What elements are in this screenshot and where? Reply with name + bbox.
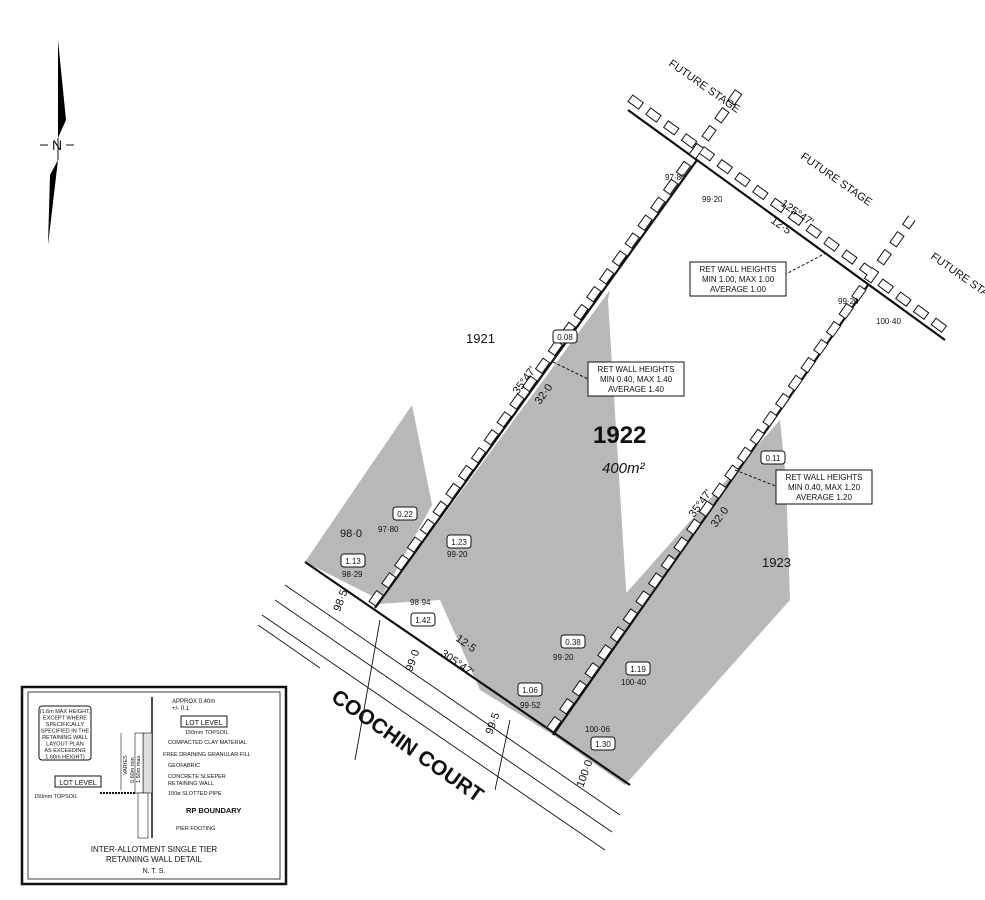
- tag-8: 1.06: [517, 682, 543, 697]
- detail-callouts-4: CONCRETE SLEEPER: [168, 774, 226, 780]
- levels-4: 98·0: [340, 528, 362, 540]
- detail-note-2: SPECIFICALLY: [46, 722, 85, 728]
- detail-callouts-1: COMPACTED CLAY MATERIAL: [168, 740, 247, 746]
- contours-0: 98·5: [332, 588, 351, 613]
- detail-note-7: 1.60m HEIGHT): [45, 755, 85, 761]
- wall_height_tags-6: 0.38: [565, 638, 581, 647]
- wall-heights-box-2: RET WALL HEIGHTS MIN 0.40, MAX 1.40 AVER…: [552, 361, 685, 397]
- lot-1922-area: 400m²: [602, 460, 646, 477]
- levels-8: 98·94: [410, 598, 431, 607]
- detail-title: INTER-ALLOTMENT SINGLE TIER: [91, 845, 218, 854]
- wall_heights-0-average: AVERAGE 1.00: [710, 285, 766, 294]
- spot-levels: 97·80 99·20 99·20 100·40 98·0 97·80 99·2…: [340, 173, 901, 734]
- lot-1921-label: 1921: [466, 331, 495, 346]
- levels-3: 100·40: [876, 317, 901, 326]
- wall_height_tags-1: 0.22: [397, 510, 413, 519]
- wall-heights-box-1: RET WALL HEIGHTS MIN 1.00, MAX 1.00 AVER…: [689, 251, 829, 297]
- levels-5: 97·80: [378, 525, 399, 534]
- detail-note-6: AS EXCEEDING: [44, 748, 85, 754]
- levels-12: 100·06: [585, 725, 610, 734]
- detail-callouts-2: FREE DRAINING GRANULAR FILL: [163, 752, 251, 758]
- cut-area-1921: [305, 405, 432, 600]
- lot-1922-label: 1922: [593, 422, 646, 449]
- retaining-walls: [368, 87, 951, 733]
- tag-4: 1.42: [410, 612, 436, 627]
- wall_height_tags-8: 1.06: [522, 686, 538, 695]
- tag-7: 1.19: [625, 661, 651, 676]
- cut-area-1922: [378, 290, 627, 735]
- detail-callouts-5: RETAINING WALL: [168, 781, 214, 787]
- detail-lot_level_2: LOT LEVEL: [59, 780, 96, 787]
- tag-6: 0.38: [560, 634, 586, 649]
- tag-1: 0.22: [392, 506, 418, 521]
- wall_heights-2-range: MIN 0.40, MAX 1.20: [788, 483, 861, 492]
- tag-2: 1.23: [446, 534, 472, 549]
- levels-0: 97·80: [665, 173, 686, 182]
- wall_height_tags-9: 1.30: [595, 740, 611, 749]
- detail-note: (1.6m MAX HEIGHT, EXCEPT WHERE SPECIFICA…: [40, 709, 91, 761]
- tag-3: 1.13: [340, 553, 366, 568]
- wall_height_tags-2: 1.23: [451, 538, 467, 547]
- wall_heights-1-title: RET WALL HEIGHTS: [597, 365, 674, 374]
- tag-5: 0.11: [760, 450, 786, 465]
- retaining-wall-detail: (1.6m MAX HEIGHT, EXCEPT WHERE SPECIFICA…: [20, 685, 288, 886]
- detail-height_range: 0.60m min: [130, 757, 136, 783]
- detail-note-1: EXCEPT WHERE: [43, 716, 87, 722]
- wall_heights-2-average: AVERAGE 1.20: [796, 493, 852, 502]
- tag-9: 1.30: [590, 736, 616, 751]
- contours-3: 100·0: [575, 758, 596, 789]
- cut-area-1923: [553, 420, 790, 785]
- detail-callouts: 150mm TOPSOIL COMPACTED CLAY MATERIAL FR…: [34, 730, 251, 832]
- wall_heights-1-range: MIN 0.40, MAX 1.40: [600, 375, 673, 384]
- north-arrow-icon: N: [40, 40, 74, 245]
- levels-9: 99·20: [553, 653, 574, 662]
- wall-height-tags: 0.08 0.22 1.23 1.13 1.42 0.11 0.38 1.19 …: [340, 329, 786, 751]
- detail-note-3: SPECIFIED IN THE: [41, 729, 90, 735]
- road-reserve-lines: [257, 584, 621, 851]
- detail-varies: VARIES: [123, 755, 129, 775]
- detail-approx: APPROX 0.40m: [172, 699, 215, 705]
- future-stage-label-1: FUTURE STAGE: [666, 58, 742, 116]
- wall_height_tags-5: 0.11: [766, 454, 782, 463]
- detail-callouts-0: 150mm TOPSOIL: [185, 730, 229, 736]
- detail-note-4: RETAINING WALL: [42, 735, 88, 741]
- detail-lot_level: LOT LEVEL: [185, 720, 222, 727]
- detail-title_2: RETAINING WALL DETAIL: [106, 855, 203, 864]
- wall_heights-0-title: RET WALL HEIGHTS: [699, 265, 776, 274]
- levels-11: 99·52: [520, 701, 541, 710]
- road-name: COOCHIN COURT: [327, 685, 488, 807]
- wall_heights-2-title: RET WALL HEIGHTS: [785, 473, 862, 482]
- fill-areas: [305, 290, 790, 785]
- detail-callouts-3: GEOFABRIC: [168, 763, 200, 769]
- wall_height_tags-0: 0.08: [557, 333, 573, 342]
- compass-label: N: [52, 137, 62, 153]
- detail-note-5: LAYOUT PLAN: [46, 742, 83, 748]
- detail-topsoil_left: 150mm TOPSOIL: [34, 794, 78, 800]
- lot-1923-label: 1923: [762, 555, 791, 570]
- levels-1: 99·20: [702, 195, 723, 204]
- wall_height_tags-4: 1.42: [415, 616, 431, 625]
- levels-10: 100·40: [621, 678, 646, 687]
- detail-tolerance: +/- 0.1: [172, 706, 190, 712]
- contours-1: 99·0: [404, 648, 423, 673]
- wall_heights-1-average: AVERAGE 1.40: [608, 385, 664, 394]
- wall-heights-box-3: RET WALL HEIGHTS MIN 0.40, MAX 1.20 AVER…: [734, 469, 873, 505]
- detail-callouts-8: PIER FOOTING: [176, 826, 215, 832]
- future-stage-label-2: FUTURE STAGE: [798, 151, 874, 209]
- detail-scale: N. T. S.: [143, 868, 166, 875]
- detail-callouts-7: RP BOUNDARY: [186, 806, 241, 815]
- future-stage-label-3: FUTURE STAGE: [928, 251, 985, 309]
- levels-2: 99·20: [838, 297, 859, 306]
- tag-0: 0.08: [552, 329, 578, 344]
- levels-6: 99·20: [447, 550, 468, 559]
- wall_height_tags-3: 1.13: [345, 557, 361, 566]
- levels-7: 98·29: [342, 570, 363, 579]
- detail-height_range_2: 1.60m max.: [136, 754, 142, 783]
- wall_heights-0-range: MIN 1.00, MAX 1.00: [702, 275, 775, 284]
- detail-callouts-6: 100ø SLOTTED PIPE: [168, 791, 222, 797]
- wall_height_tags-7: 1.19: [630, 665, 646, 674]
- detail-note-0: (1.6m MAX HEIGHT,: [40, 709, 91, 715]
